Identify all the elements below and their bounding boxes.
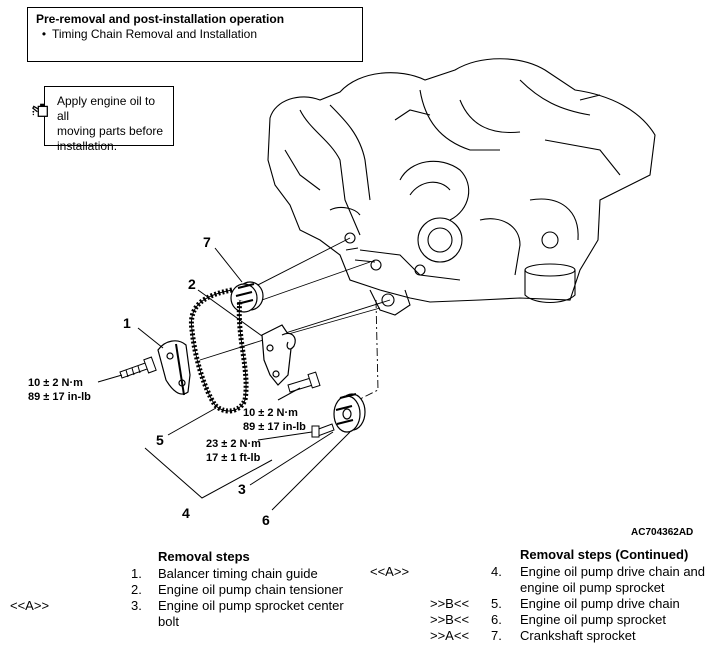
callout-1: 1 [123,315,131,331]
removal-step-7-code: >>A<< [430,628,470,643]
torque-low-ftlb: 17 ± 1 ft-lb [206,452,261,464]
removal-step-5-code: >>B<< [430,596,470,611]
oil-pump-sprocket [333,393,366,433]
removal-step-1-text: Balancer timing chain guide [158,566,318,581]
bullet: • [41,27,47,41]
removal-step-3-text-2: bolt [158,614,179,629]
torque-left: 10 ± 2 N·m 89 ± 17 in-lb [28,376,91,404]
torque-left-inlb: 89 ± 17 in-lb [28,391,91,403]
crankshaft-sprocket [230,281,264,313]
removal-step-7-text: Crankshaft sprocket [520,628,636,643]
torque-mid: 10 ± 2 N·m 89 ± 17 in-lb [243,406,306,434]
removal-step-4-num: 4. [491,564,502,579]
removal-step-6-text: Engine oil pump sprocket [520,612,666,627]
leader-lines [97,247,351,511]
drive-chain [188,287,249,414]
removal-step-6-num: 6. [491,612,502,627]
removal-step-3-text-1: Engine oil pump sprocket center [158,598,344,613]
removal-step-3-num: 3. [131,598,142,613]
removal-step-4-text-2: engine oil pump sprocket [520,580,665,595]
removal-step-7-num: 7. [491,628,502,643]
callout-2: 2 [188,276,196,292]
callout-6: 6 [262,512,270,528]
operation-note-box: Pre-removal and post-installation operat… [27,7,363,62]
removal-step-1-num: 1. [131,566,142,581]
chain-guide-part [157,340,191,396]
torque-mid-inlb: 89 ± 17 in-lb [243,421,306,433]
bolt-left [119,356,157,379]
removal-step-6-code: >>B<< [430,612,470,627]
oil-note-line-2: moving parts before [57,124,164,138]
oil-note-line-3: installation. [57,139,118,153]
oil-note-line-1: Apply engine oil to all [57,94,156,123]
alignment-lines [199,237,391,401]
torque-left-nm: 10 ± 2 N·m [28,377,83,389]
torque-low: 23 ± 2 N·m 17 ± 1 ft-lb [206,437,261,465]
torque-low-nm: 23 ± 2 N·m [206,438,261,450]
callout-7: 7 [203,234,211,250]
callout-4: 4 [182,505,190,521]
operation-item-label: Timing Chain Removal and Installation [52,27,257,41]
operation-title: Pre-removal and post-installation operat… [36,12,285,26]
chain-tensioner-part [261,324,296,386]
removal-step-5-text: Engine oil pump drive chain [520,596,680,611]
callout-5: 5 [156,432,164,448]
removal-step-2-num: 2. [131,582,142,597]
removal-step-4-text-1: Engine oil pump drive chain and [520,564,706,579]
oil-can-icon [32,103,48,117]
removal-step-2-text: Engine oil pump chain tensioner [158,582,344,597]
removal-steps-cont-title: Removal steps (Continued) [520,547,689,562]
torque-mid-nm: 10 ± 2 N·m [243,407,298,419]
callout-3: 3 [238,481,246,497]
removal-step-3-code: <<A>> [10,598,50,613]
oil-note-box: Apply engine oil to all moving parts bef… [44,86,174,153]
engine-block [267,58,656,316]
removal-step-5-num: 5. [491,596,502,611]
center-bolt [311,423,335,438]
removal-step-4-code: <<A>> [370,564,410,579]
figure-code: AC704362AD [631,527,694,538]
operation-item: • Timing Chain Removal and Installation [36,27,354,41]
bolt-mid [287,371,321,393]
removal-steps-title: Removal steps [158,549,250,564]
